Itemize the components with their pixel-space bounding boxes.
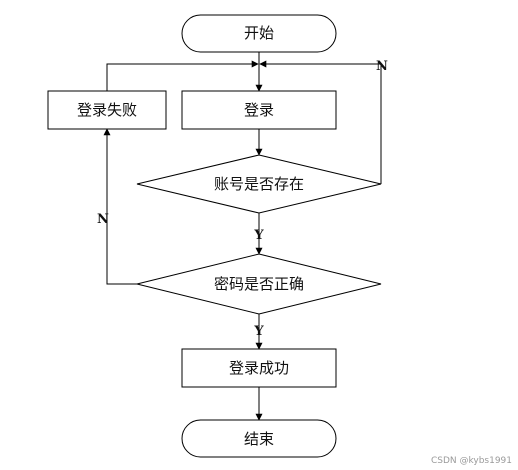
node-start-label: 开始 — [244, 24, 274, 42]
node-start: 开始 — [181, 14, 337, 53]
node-login: 登录 — [181, 90, 337, 130]
edge-failed-to-retry — [106, 60, 259, 91]
node-login-success-label: 登录成功 — [229, 359, 289, 377]
edge-label-password-yes: Y — [253, 324, 264, 339]
edge-account-no — [259, 60, 382, 184]
edge-label-account-yes: Y — [253, 228, 264, 243]
node-check-password: 密码是否正确 — [136, 253, 382, 315]
node-login-failed: 登录失败 — [47, 90, 167, 130]
edge-password-no — [103, 128, 137, 285]
node-check-password-label: 密码是否正确 — [214, 275, 304, 293]
node-end: 结束 — [181, 419, 337, 458]
node-check-account-label: 账号是否存在 — [214, 175, 304, 193]
node-login-failed-label: 登录失败 — [77, 101, 137, 119]
edge-label-account-no: N — [376, 59, 388, 74]
node-end-label: 结束 — [244, 430, 274, 448]
node-login-success: 登录成功 — [181, 348, 337, 388]
node-check-account: 账号是否存在 — [136, 154, 382, 214]
watermark: CSDN @kybs1991 — [430, 456, 512, 466]
edge-label-password-no: N — [97, 212, 109, 227]
node-login-label: 登录 — [244, 101, 274, 119]
